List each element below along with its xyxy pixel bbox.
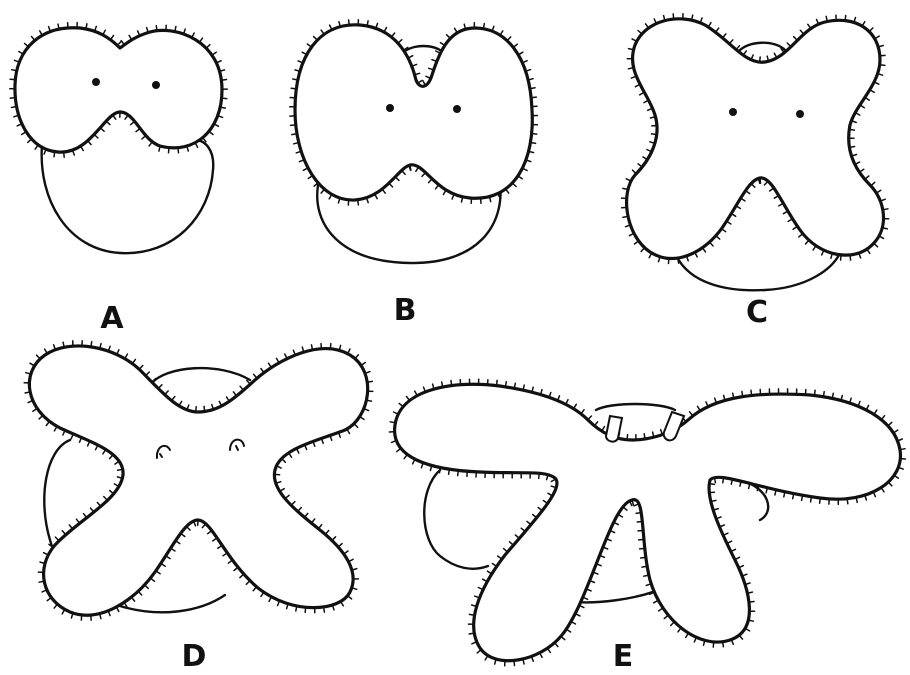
panel-c-eye-right	[796, 110, 804, 118]
panel-d-foot	[150, 368, 250, 385]
panel-b: B	[290, 20, 538, 328]
panel-c: C	[622, 14, 889, 330]
panel-b-eye-left	[386, 104, 394, 112]
panel-b-velum	[295, 25, 532, 200]
panel-a-eye-left	[92, 78, 100, 86]
panel-c-foot	[738, 43, 785, 52]
panel-c-velum	[627, 19, 884, 259]
panel-c-eye-left	[729, 108, 737, 116]
panel-a-velum	[15, 28, 222, 152]
panel-a: A	[10, 23, 227, 336]
panel-e-label: E	[613, 639, 634, 674]
panel-e-velum	[395, 384, 901, 660]
panel-c-body	[676, 248, 842, 290]
panel-d-velum	[29, 346, 367, 615]
panel-d-label: D	[182, 639, 207, 674]
panel-b-eye-right	[453, 105, 461, 113]
panel-e: E	[389, 379, 905, 674]
panel-d: D	[24, 341, 373, 674]
panel-a-eye-right	[152, 81, 160, 89]
panel-a-body	[42, 140, 214, 253]
panel-e-body-left	[424, 470, 488, 569]
panel-b-label: B	[394, 293, 417, 328]
panel-c-label: C	[746, 295, 768, 330]
panel-e-foot	[596, 404, 675, 410]
panel-a-label: A	[100, 301, 124, 336]
